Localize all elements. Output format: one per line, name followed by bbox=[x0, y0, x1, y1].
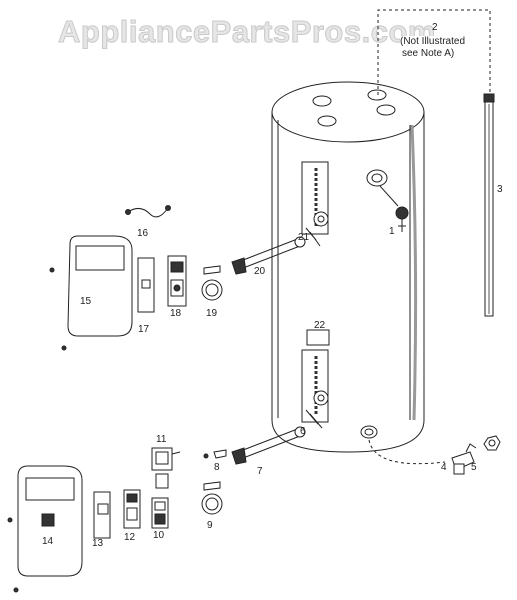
lower-gasket bbox=[201, 481, 223, 515]
lower-thermostat-bracket bbox=[151, 497, 169, 529]
tank-top-openings bbox=[312, 89, 396, 127]
callout-3: 3 bbox=[497, 184, 503, 195]
lower-access-panel bbox=[301, 349, 329, 429]
callout-8: 8 bbox=[214, 462, 220, 473]
callout-21: 21 bbox=[298, 232, 310, 243]
callout-13: 13 bbox=[92, 538, 104, 549]
label-plate bbox=[306, 329, 330, 346]
callout-17: 17 bbox=[138, 324, 150, 335]
callout-12: 12 bbox=[124, 532, 136, 543]
callout-20: 20 bbox=[254, 266, 266, 277]
callout-6: 6 bbox=[300, 426, 306, 437]
upper-gasket bbox=[201, 265, 223, 301]
lower-thermostat bbox=[123, 489, 141, 529]
drain-cap bbox=[483, 435, 501, 451]
callout-9: 9 bbox=[207, 520, 213, 531]
note-line-1: (Not Illustrated bbox=[400, 36, 466, 47]
part-8-screw bbox=[203, 449, 227, 459]
upper-access-cover bbox=[49, 235, 133, 351]
callout-14: 14 bbox=[42, 536, 54, 547]
callout-19: 19 bbox=[206, 308, 218, 319]
callout-16: 16 bbox=[137, 228, 149, 239]
note-line-2: see Note A) bbox=[402, 48, 455, 59]
callout-1: 1 bbox=[389, 226, 395, 237]
upper-access-panel bbox=[301, 161, 329, 247]
callout-labels: 1 3 4 5 6 7 8 9 10 11 12 13 14 15 16 17 … bbox=[42, 184, 503, 549]
upper-insulation bbox=[137, 257, 155, 313]
callout-7: 7 bbox=[257, 466, 263, 477]
lower-heating-element bbox=[231, 426, 306, 465]
note-leader bbox=[377, 9, 491, 95]
wire bbox=[125, 205, 171, 218]
drain-valve bbox=[451, 443, 477, 475]
callout-15: 15 bbox=[80, 296, 92, 307]
tp-valve bbox=[366, 169, 409, 232]
callout-18: 18 bbox=[170, 308, 182, 319]
watermark: AppliancePartsPros.com bbox=[58, 14, 436, 50]
bracket-part-11 bbox=[151, 447, 181, 489]
callout-10: 10 bbox=[153, 530, 165, 541]
drain-fitting bbox=[360, 425, 446, 465]
callout-5: 5 bbox=[471, 462, 477, 473]
upper-thermostat bbox=[167, 255, 187, 307]
anode-rod bbox=[483, 93, 495, 317]
upper-heating-element bbox=[231, 236, 306, 275]
lower-access-cover bbox=[7, 465, 83, 593]
callout-11: 11 bbox=[156, 434, 167, 445]
tank bbox=[271, 81, 425, 453]
lower-insulation bbox=[93, 491, 111, 539]
callout-4: 4 bbox=[441, 462, 447, 473]
callout-22: 22 bbox=[314, 320, 326, 331]
note-number: 2 bbox=[432, 22, 438, 33]
